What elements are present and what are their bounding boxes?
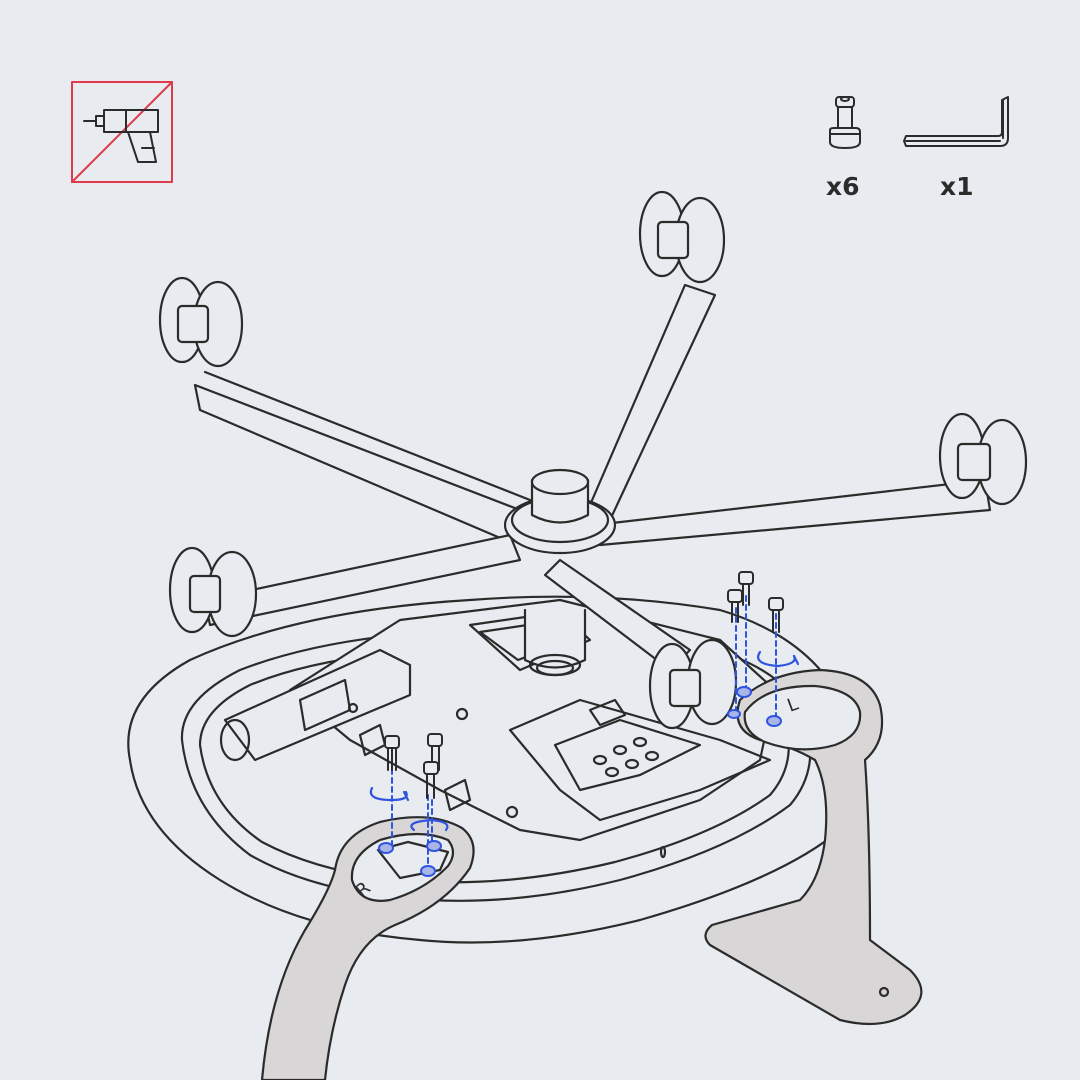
no-power-drill-icon — [71, 81, 173, 183]
screw-quantity: x6 — [826, 172, 860, 201]
allen-key-icon — [903, 96, 1009, 147]
left-armrest — [704, 668, 923, 1026]
five-star-base — [193, 283, 992, 672]
allen-key-quantity: x1 — [940, 172, 974, 201]
caster-wheels — [158, 190, 1028, 730]
left-armrest-screws — [727, 571, 800, 727]
right-armrest-screws — [369, 733, 449, 877]
gas-cylinder — [523, 608, 587, 677]
hex-socket-screw-icon — [829, 96, 861, 149]
